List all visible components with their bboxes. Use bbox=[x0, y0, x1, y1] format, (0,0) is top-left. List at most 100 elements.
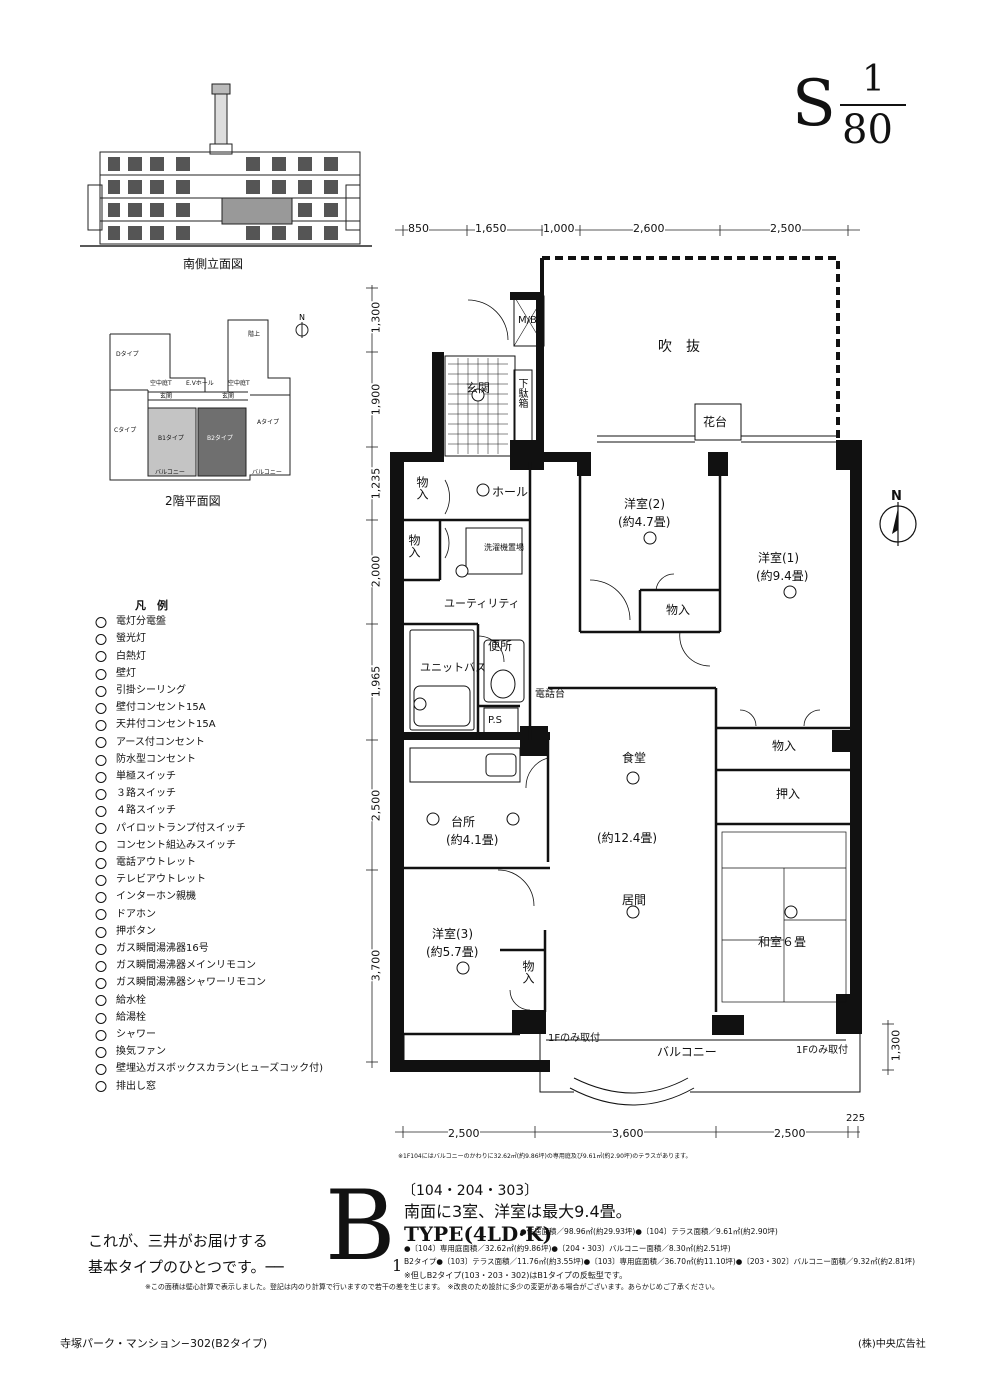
dim-top: 850 bbox=[408, 222, 429, 235]
room-monoire-hall: 物入 bbox=[415, 476, 429, 500]
legend-symbol-icon bbox=[90, 735, 112, 750]
legend-symbol-icon bbox=[90, 667, 112, 682]
dim-corner: 225 bbox=[846, 1113, 866, 1124]
legend-symbol-icon bbox=[90, 925, 112, 940]
legend-row: ガス瞬間湯沸器16号 bbox=[90, 941, 209, 958]
legend-row: 給水栓 bbox=[90, 992, 146, 1009]
legend-row: 給湯栓 bbox=[90, 1010, 146, 1027]
dim-right: 1,300 bbox=[889, 1029, 903, 1062]
legend-symbol-icon bbox=[90, 787, 112, 802]
legend-label: 壁埋込ガスボックスカラン(ヒューズコック付) bbox=[116, 1063, 324, 1075]
legend-symbol-icon bbox=[90, 839, 112, 854]
legend-symbol-icon bbox=[90, 942, 112, 957]
room-oshiire: 押入 bbox=[776, 787, 801, 801]
room-genkan: 玄関 bbox=[466, 381, 491, 395]
legend-symbol-icon bbox=[90, 959, 112, 974]
dim-left: 1,235 bbox=[369, 467, 383, 500]
room-hall: ホール bbox=[492, 485, 529, 499]
scale-letter: S bbox=[792, 67, 836, 141]
keyplan-caption: 2階平面図 bbox=[165, 494, 221, 508]
legend-row: 防水型コンセント bbox=[90, 752, 196, 769]
legend-row: 螢光灯 bbox=[90, 631, 146, 648]
legend-label: 壁灯 bbox=[116, 667, 136, 679]
legend-row: 白熱灯 bbox=[90, 648, 146, 665]
legend-label: 天井付コンセント15A bbox=[116, 719, 216, 731]
legend-label: ガス瞬間湯沸器16号 bbox=[116, 943, 209, 955]
keyplan-label: バルコニー bbox=[155, 469, 185, 476]
keyplan-label: Cタイプ bbox=[114, 427, 137, 434]
legend-symbol-icon bbox=[90, 856, 112, 871]
room-utility: ユーティリティ bbox=[444, 597, 520, 610]
legend-label: 押ボタン bbox=[116, 925, 156, 937]
legend-symbol-icon bbox=[90, 701, 112, 716]
room-yoshitsu2: 洋室(2) bbox=[624, 497, 665, 511]
footer-left: 寺塚パーク・マンション−302(B2タイプ) bbox=[60, 1337, 268, 1350]
legend-row: 排出し窓 bbox=[90, 1078, 156, 1095]
type-units: 〔104・204・303〕 bbox=[402, 1183, 539, 1199]
room-yoshitsu3-size: (約5.7畳) bbox=[426, 945, 479, 959]
scale-bar bbox=[840, 104, 906, 106]
legend-row: 壁灯 bbox=[90, 666, 136, 683]
legend-label: インターホン親機 bbox=[116, 891, 196, 903]
legend-label: ドアホン bbox=[116, 908, 156, 920]
balcony-left-note: 1Fのみ取付 bbox=[548, 1033, 601, 1044]
dim-top: 1,650 bbox=[475, 222, 507, 235]
legend-label: 換気ファン bbox=[116, 1046, 166, 1058]
room-kadai: 花台 bbox=[703, 415, 728, 429]
legend-label: ３路スイッチ bbox=[116, 788, 176, 800]
legend-symbol-icon bbox=[90, 615, 112, 630]
room-yoshitsu3: 洋室(3) bbox=[432, 927, 473, 941]
legend-label: 給水栓 bbox=[116, 994, 146, 1006]
room-unit-bath: ユニットバス bbox=[420, 661, 486, 674]
legend-row: ガス瞬間湯沸器メインリモコン bbox=[90, 958, 256, 975]
legend-symbol-icon bbox=[90, 804, 112, 819]
legend-row: ガス瞬間湯沸器シャワーリモコン bbox=[90, 975, 266, 992]
legend-row: 換気ファン bbox=[90, 1044, 166, 1061]
legend-label: 給湯栓 bbox=[116, 1011, 146, 1023]
legend-label: ガス瞬間湯沸器メインリモコン bbox=[116, 960, 256, 972]
legend-row: 単極スイッチ bbox=[90, 769, 176, 786]
scale-numerator: 1 bbox=[862, 59, 885, 100]
room-benjo: 便所 bbox=[488, 639, 513, 653]
dim-bottom: 2,500 bbox=[774, 1127, 806, 1140]
room-monoire-y3: 物入 bbox=[521, 960, 535, 984]
legend-row: 天井付コンセント15A bbox=[90, 717, 216, 734]
dim-left: 1,900 bbox=[369, 383, 383, 416]
legend-row: インターホン親機 bbox=[90, 889, 196, 906]
legend-symbol-icon bbox=[90, 718, 112, 733]
room-yoshitsu1: 洋室(1) bbox=[758, 551, 799, 565]
type-spec1: ●住居面積／98.96㎡(約29.93坪)●〔104〕テラス面積／9.61㎡(約… bbox=[520, 1227, 778, 1236]
legend-title: 凡 例 bbox=[135, 599, 168, 612]
room-ima: 居間 bbox=[622, 893, 647, 907]
legend-label: 白熱灯 bbox=[116, 650, 146, 662]
type-headline: 南面に3室、洋室は最大9.4畳。 bbox=[404, 1202, 632, 1221]
room-monoire-util: 物入 bbox=[407, 534, 421, 558]
keyplan-label: B2タイプ bbox=[207, 435, 233, 442]
dim-left: 3,700 bbox=[369, 949, 383, 982]
keyplan-label: 空中庭T bbox=[150, 380, 172, 387]
scale-denominator: 80 bbox=[842, 107, 893, 153]
legend-row: 電話アウトレット bbox=[90, 855, 196, 872]
room-mb: M/B bbox=[518, 315, 537, 326]
room-denwadai: 電話台 bbox=[535, 689, 565, 700]
keyplan-label: Dタイプ bbox=[116, 351, 139, 358]
legend-row: 壁埋込ガスボックスカラン(ヒューズコック付) bbox=[90, 1061, 323, 1078]
dim-top: 2,500 bbox=[770, 222, 802, 235]
legend-row: テレビアウトレット bbox=[90, 872, 206, 889]
room-daidokoro-size: (約4.1畳) bbox=[446, 833, 499, 847]
legend-label: シャワー bbox=[116, 1029, 156, 1041]
legend-label: 単極スイッチ bbox=[116, 771, 176, 783]
legend-symbol-icon bbox=[90, 632, 112, 647]
keyplan-label: Aタイプ bbox=[257, 419, 280, 426]
legend-row: 電灯分電盤 bbox=[90, 614, 166, 631]
legend-row: 引掛シーリング bbox=[90, 683, 186, 700]
legend-row: コンセント組込みスイッチ bbox=[90, 838, 236, 855]
legend-label: コンセント組込みスイッチ bbox=[116, 839, 236, 851]
room-fukinuke: 吹 抜 bbox=[658, 339, 700, 355]
dim-left: 2,500 bbox=[369, 789, 383, 822]
legend-row: ドアホン bbox=[90, 906, 156, 923]
room-washitsu: 和室６畳 bbox=[758, 935, 807, 949]
legend-symbol-icon bbox=[90, 753, 112, 768]
room-yoshitsu2-size: (約4.7畳) bbox=[618, 515, 671, 529]
legend-label: 螢光灯 bbox=[116, 633, 146, 645]
